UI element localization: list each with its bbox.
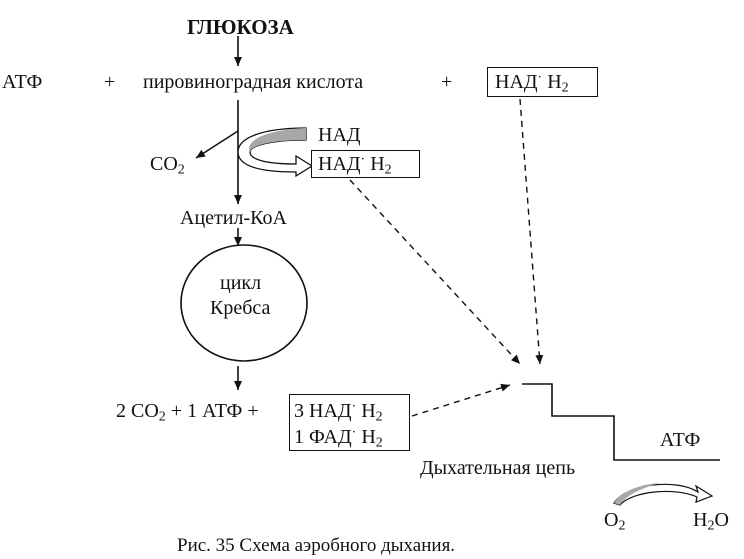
plus-sign: + xyxy=(104,71,116,93)
nad-reduction-arrow-shade xyxy=(249,128,306,152)
nad-text: НАД xyxy=(495,71,538,93)
krebs-line1: цикл xyxy=(220,272,262,294)
nadh2-box-top xyxy=(487,67,598,97)
subscript: 2 xyxy=(177,162,185,178)
subscript: 2 xyxy=(618,518,626,534)
dot-mark: · xyxy=(351,425,357,441)
h-text: Н xyxy=(693,509,708,531)
dot-mark: · xyxy=(351,399,357,415)
subscript: 2 xyxy=(561,80,569,96)
plus-sign: + xyxy=(441,71,453,93)
h-text: Н xyxy=(361,400,376,422)
co-text: СО xyxy=(150,153,178,175)
respiratory-chain-staircase xyxy=(522,383,720,461)
dot-mark: · xyxy=(360,152,366,168)
dashed-arrow-nadh2-middle xyxy=(349,179,521,365)
h-text: Н xyxy=(370,153,385,175)
chain-atf-label: АТФ xyxy=(660,429,701,451)
fadh2-line: 1 ФАД· Н2 xyxy=(294,425,383,450)
acetyl-coa-label: Ацетил-КоА xyxy=(180,207,287,229)
krebs-products-label: 2 СО2 + 1 АТФ + xyxy=(116,400,259,424)
co2-label: СО2 xyxy=(150,153,185,177)
krebs-line2: Кребса xyxy=(210,297,271,319)
nad-label: НАД xyxy=(318,124,361,146)
nadh2-line: 3 НАД· Н2 xyxy=(294,399,383,424)
nad-text: НАД xyxy=(318,153,361,175)
respiratory-chain-label: Дыхательная цепь xyxy=(420,457,576,479)
h2o-label: Н2О xyxy=(693,509,729,533)
h-text: Н xyxy=(547,71,562,93)
subscript: 2 xyxy=(375,435,383,451)
o2-to-h2o-arrow-shade xyxy=(614,483,660,505)
dashed-arrow-nadh2-top xyxy=(519,98,544,365)
co-text: СО xyxy=(131,400,159,422)
subscript: 2 xyxy=(375,409,383,425)
atf-text: + 1 АТФ + xyxy=(170,400,259,422)
nad-fad-box xyxy=(289,394,410,451)
dot-mark: · xyxy=(537,70,543,86)
krebs-cycle-circle xyxy=(180,244,308,362)
nadh2-label-top: НАД· Н2 xyxy=(495,70,569,95)
subscript: 2 xyxy=(384,162,392,178)
pyruvic-acid-label: пировиноградная кислота xyxy=(143,71,364,93)
nadh2-box-middle xyxy=(311,150,420,178)
o-text: О xyxy=(714,509,729,531)
dashed-arrow-krebs-products xyxy=(411,383,511,417)
nadh2-label-middle: НАД· Н2 xyxy=(318,152,392,177)
nad-text: 3 НАД xyxy=(294,400,352,422)
count-text: 2 xyxy=(116,400,126,422)
subscript: 2 xyxy=(158,409,166,425)
o-text: О xyxy=(604,509,619,531)
atf-label: АТФ xyxy=(2,71,43,93)
figure-caption: Рис. 35 Схема аэробного дыхания. xyxy=(177,535,456,556)
title-glucose: ГЛЮКОЗА xyxy=(187,15,294,39)
subscript: 2 xyxy=(707,518,715,534)
arrow-to-co2 xyxy=(195,130,239,159)
o2-label: О2 xyxy=(604,509,625,533)
fad-text: 1 ФАД xyxy=(294,426,352,448)
h-text: Н xyxy=(361,426,376,448)
